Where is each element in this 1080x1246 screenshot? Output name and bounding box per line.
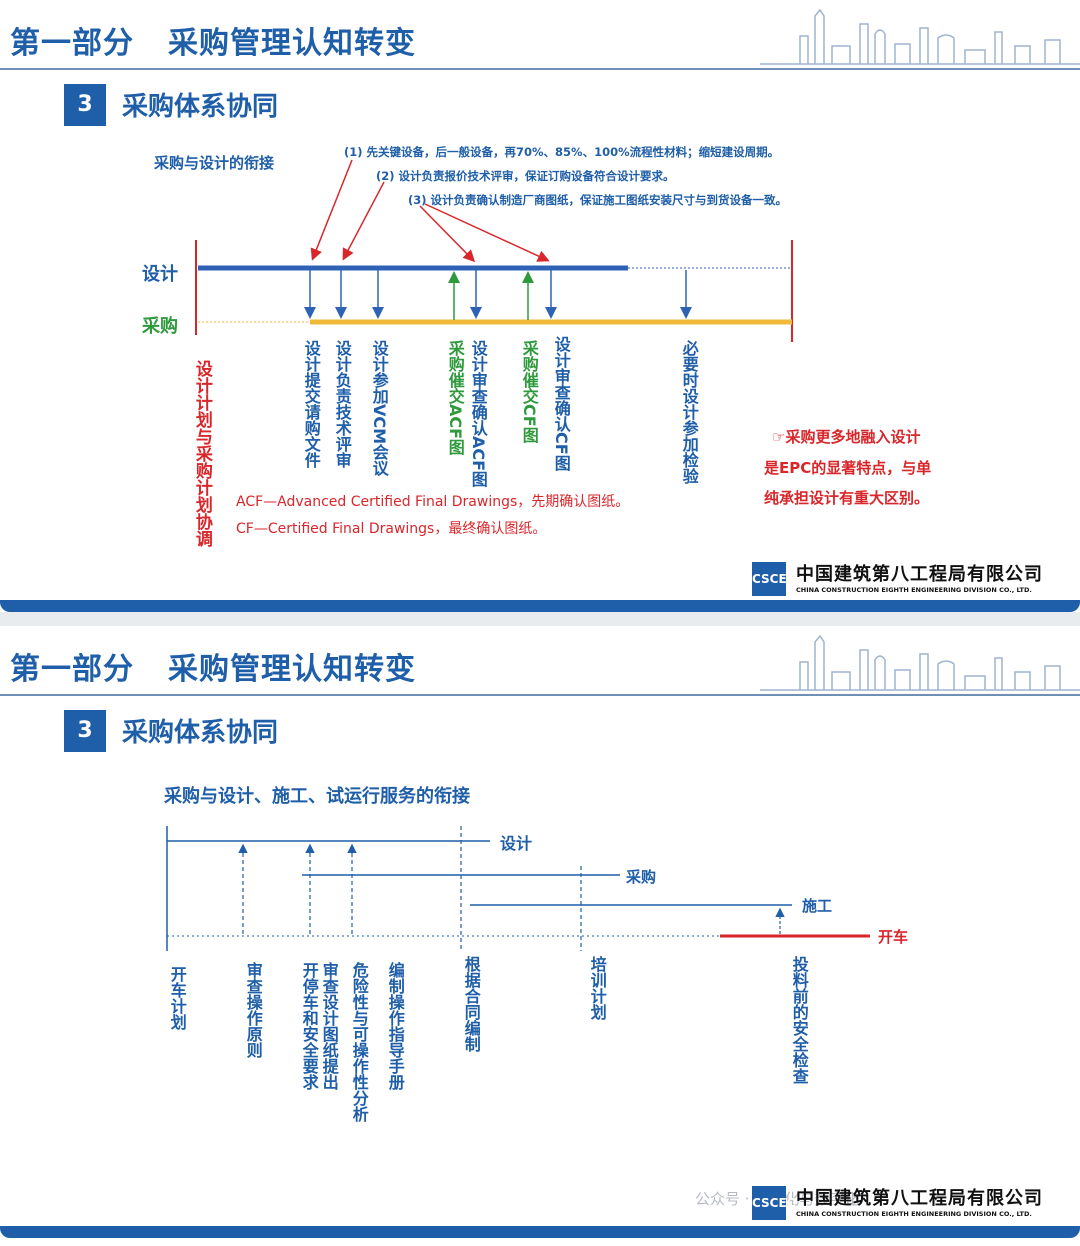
design-row-label: 设计 (142, 260, 178, 286)
company-name-cn: 中国建筑第八工程局有限公司 (796, 1184, 1043, 1210)
note-1-arrow (313, 160, 352, 258)
milestone-1: 开车计划 (168, 966, 185, 1030)
milestone-5: 设计审查确认ACF图 (469, 340, 486, 487)
left-vertical-label: 设计计划与采购计划协调 (192, 360, 210, 547)
slide-procurement-design: 第一部分采购管理认知转变 3 采购体系协同 采购与设计的衔接 (1) 先关键设备… (0, 0, 1080, 612)
milestone-9: 投料前的安全检查 (790, 956, 807, 1084)
construction-line-label: 施工 (802, 895, 832, 916)
milestone-3: 设计参加VCM会议 (370, 340, 387, 476)
milestone-8: 培训计划 (588, 956, 605, 1020)
milestone-4: 审查设计图纸提出 (320, 962, 337, 1090)
definition-acf: ACF—Advanced Certified Final Drawings，先期… (236, 491, 629, 511)
procurement-row-label: 采购 (142, 312, 178, 338)
milestone-5: 危险性与可操作性分析 (350, 962, 367, 1122)
milestone-2: 设计负责技术评审 (333, 340, 350, 468)
company-name-en: CHINA CONSTRUCTION EIGHTH ENGINEERING DI… (796, 586, 1032, 594)
milestone-8: 必要时设计参加检验 (680, 340, 697, 484)
milestone-6: 采购催交CF图 (520, 340, 537, 443)
note-2-arrow (344, 182, 384, 258)
cscec-logo-icon: CSCEC (752, 1186, 786, 1220)
milestone-4: 采购催交ACF图 (446, 340, 463, 455)
milestone-6: 编制操作指导手册 (386, 962, 403, 1090)
service-timeline (0, 626, 1080, 1246)
company-logo: CSCEC 中国建筑第八工程局有限公司 CHINA CONSTRUCTION E… (752, 562, 1042, 600)
note-3-arrow-b (425, 204, 547, 260)
procurement-line-label: 采购 (626, 866, 656, 887)
definition-cf: CF—Certified Final Drawings，最终确认图纸。 (236, 518, 546, 538)
emphasis-line-2: 是EPC的显著特点，与单 (764, 457, 931, 478)
emphasis-line-3: 纯承担设计有重大区别。 (764, 487, 929, 508)
milestone-7: 根据合同编制 (462, 956, 479, 1052)
footer-bar (0, 1226, 1080, 1238)
milestone-2: 审查操作原则 (244, 962, 261, 1058)
cscec-logo-icon: CSCEC (752, 562, 786, 596)
company-name-cn: 中国建筑第八工程局有限公司 (796, 560, 1043, 586)
company-name-en: CHINA CONSTRUCTION EIGHTH ENGINEERING DI… (796, 1210, 1032, 1218)
milestone-3: 开停车和安全要求 (300, 962, 317, 1090)
milestone-1: 设计提交请购文件 (302, 340, 319, 468)
milestone-7: 设计审查确认CF图 (552, 336, 569, 471)
slide-procurement-services: 第一部分采购管理认知转变 3 采购体系协同 采购与设计、施工、试运行服务的衔接 (0, 626, 1080, 1246)
emphasis-line-1: ☞采购更多地融入设计 (772, 426, 920, 447)
startup-line-label: 开车 (878, 926, 908, 947)
company-logo: CSCEC 中国建筑第八工程局有限公司 CHINA CONSTRUCTION E… (752, 1186, 1042, 1224)
footer-bar (0, 600, 1080, 612)
design-line-label: 设计 (500, 830, 532, 854)
